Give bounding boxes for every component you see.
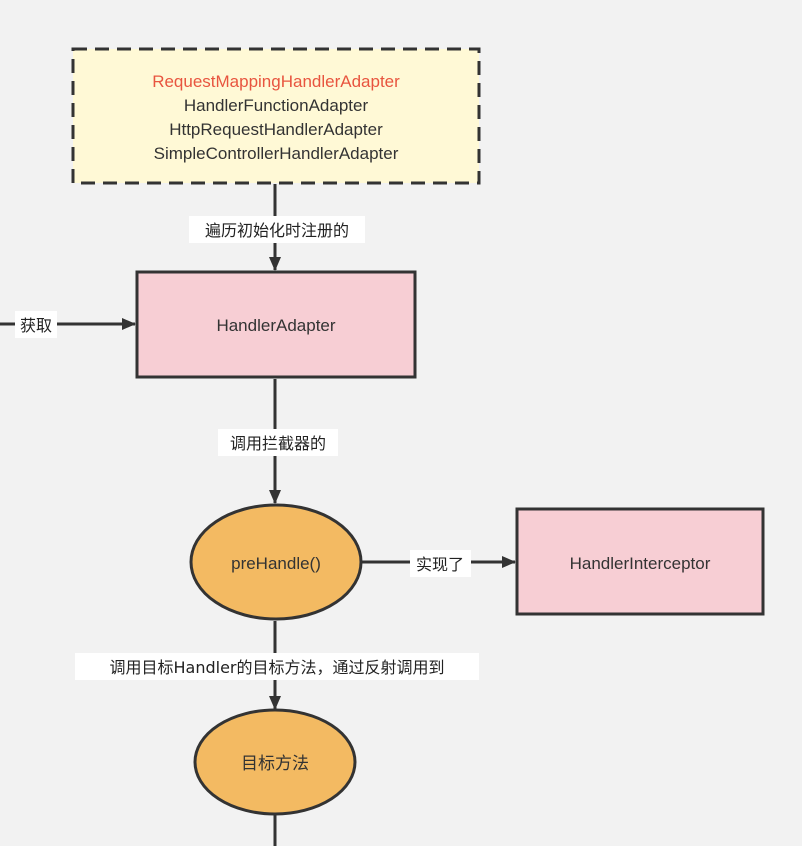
adapter-request-mapping: RequestMappingHandlerAdapter xyxy=(152,72,400,91)
adapter-simple-controller: SimpleControllerHandlerAdapter xyxy=(154,144,399,163)
pre-handle-node: preHandle() xyxy=(189,503,363,621)
edge-label-text: 遍历初始化时注册的 xyxy=(205,221,349,240)
edge-label-bg xyxy=(218,429,338,456)
handler-interceptor-label: HandlerInterceptor xyxy=(570,554,711,573)
pre-handle-ellipse xyxy=(189,503,363,621)
target-method-label: 目标方法 xyxy=(241,754,309,773)
pre-handle-label: preHandle() xyxy=(231,554,321,573)
edge-label-pre-handle-to-target-method: 调用目标Handler的目标方法，通过反射调用到 xyxy=(75,653,479,680)
edge-label-bg xyxy=(189,216,365,243)
edge-label-text: 实现了 xyxy=(416,555,464,574)
target-method-node: 目标方法 xyxy=(193,708,357,816)
handler-interceptor-box xyxy=(515,507,765,616)
edge-label-handler-adapter-to-pre-handle: 调用拦截器的 xyxy=(218,429,338,456)
adapter-handler-function: HandlerFunctionAdapter xyxy=(184,96,369,115)
edge-label-bg xyxy=(410,550,471,577)
adapter-http-request-handler: HttpRequestHandlerAdapter xyxy=(169,120,383,139)
handler-interceptor-node: HandlerInterceptor xyxy=(515,507,765,616)
handler-adapter-label: HandlerAdapter xyxy=(216,316,335,335)
adapters-list-node: RequestMappingHandlerAdapter HandlerFunc… xyxy=(71,47,481,185)
edge-label-text: 调用目标Handler的目标方法，通过反射调用到 xyxy=(109,658,444,677)
edge-label-bg xyxy=(15,311,57,338)
edge-label-bg xyxy=(75,653,479,680)
handler-adapter-node: HandlerAdapter xyxy=(135,270,417,379)
edge-label-text: 调用拦截器的 xyxy=(230,434,326,453)
edge-label-adapters-to-handler-adapter: 遍历初始化时注册的 xyxy=(189,216,365,243)
edge-label-text: 获取 xyxy=(20,316,52,335)
handler-adapter-box xyxy=(135,270,417,379)
adapters-list-box xyxy=(71,47,481,185)
edge-label-pre-handle-to-interceptor: 实现了 xyxy=(410,550,471,577)
edge-label-get: 获取 xyxy=(15,311,57,338)
target-method-ellipse xyxy=(193,708,357,816)
